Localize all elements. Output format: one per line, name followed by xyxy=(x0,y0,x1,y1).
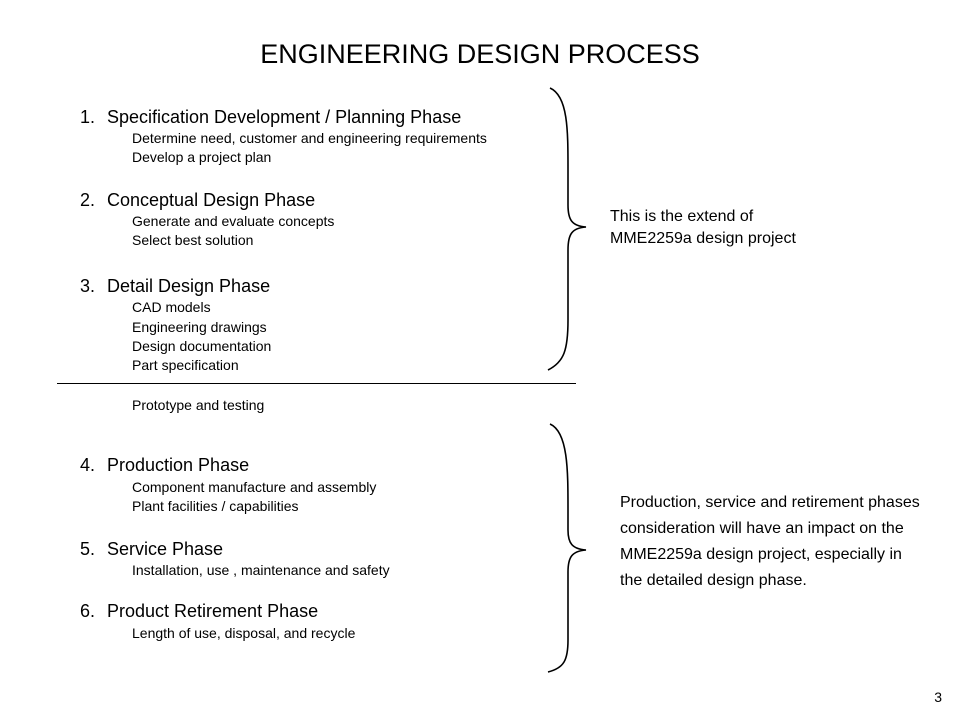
brace-bottom xyxy=(547,423,587,673)
section-divider xyxy=(57,383,576,384)
phase-6-number: 6. xyxy=(80,601,96,621)
phase-1-label: Specification Development / Planning Pha… xyxy=(107,107,462,127)
phase-1-heading: 1. Specification Development / Planning P… xyxy=(80,106,461,128)
phase-1-number: 1. xyxy=(80,107,96,127)
phase-4-label: Production Phase xyxy=(107,455,250,475)
prototype-text: Prototype and testing xyxy=(132,397,265,413)
phase-3-label: Detail Design Phase xyxy=(107,276,271,296)
phase-2-label: Conceptual Design Phase xyxy=(107,190,316,210)
phase-4-item: Component manufacture and assembly xyxy=(132,479,377,495)
brace-top xyxy=(547,87,587,371)
phase-3-item: CAD models xyxy=(132,299,211,315)
phase-3-item: Design documentation xyxy=(132,338,272,354)
phase-3-item: Engineering drawings xyxy=(132,319,267,335)
phase-5-item: Installation, use , maintenance and safe… xyxy=(132,562,390,578)
page-number: 3 xyxy=(934,689,942,705)
phase-2-item: Select best solution xyxy=(132,232,254,248)
phase-3-heading: 3. Detail Design Phase xyxy=(80,275,270,297)
phase-1-item: Develop a project plan xyxy=(132,149,272,165)
phase-3-number: 3. xyxy=(80,276,96,296)
phase-6-label: Product Retirement Phase xyxy=(107,601,319,621)
phase-2-number: 2. xyxy=(80,190,96,210)
phase-1-item: Determine need, customer and engineering… xyxy=(132,130,487,146)
phase-4-number: 4. xyxy=(80,455,96,475)
note-top-line-1: This is the extend of xyxy=(610,208,754,225)
note-top-line-2: MME2259a design project xyxy=(610,230,796,247)
phase-5-label: Service Phase xyxy=(107,539,224,559)
note-bottom: Production, service and retirement phase… xyxy=(620,494,920,589)
slide-title: ENGINEERING DESIGN PROCESS xyxy=(260,39,700,69)
phase-4-item: Plant facilities / capabilities xyxy=(132,498,299,514)
phase-6-heading: 6. Product Retirement Phase xyxy=(80,600,318,622)
phase-2-item: Generate and evaluate concepts xyxy=(132,213,335,229)
phase-5-heading: 5. Service Phase xyxy=(80,538,223,560)
phase-4-heading: 4. Production Phase xyxy=(80,454,249,476)
phase-5-number: 5. xyxy=(80,539,96,559)
phase-2-heading: 2. Conceptual Design Phase xyxy=(80,189,315,211)
phase-6-item: Length of use, disposal, and recycle xyxy=(132,625,356,641)
phase-3-item: Part specification xyxy=(132,357,239,373)
